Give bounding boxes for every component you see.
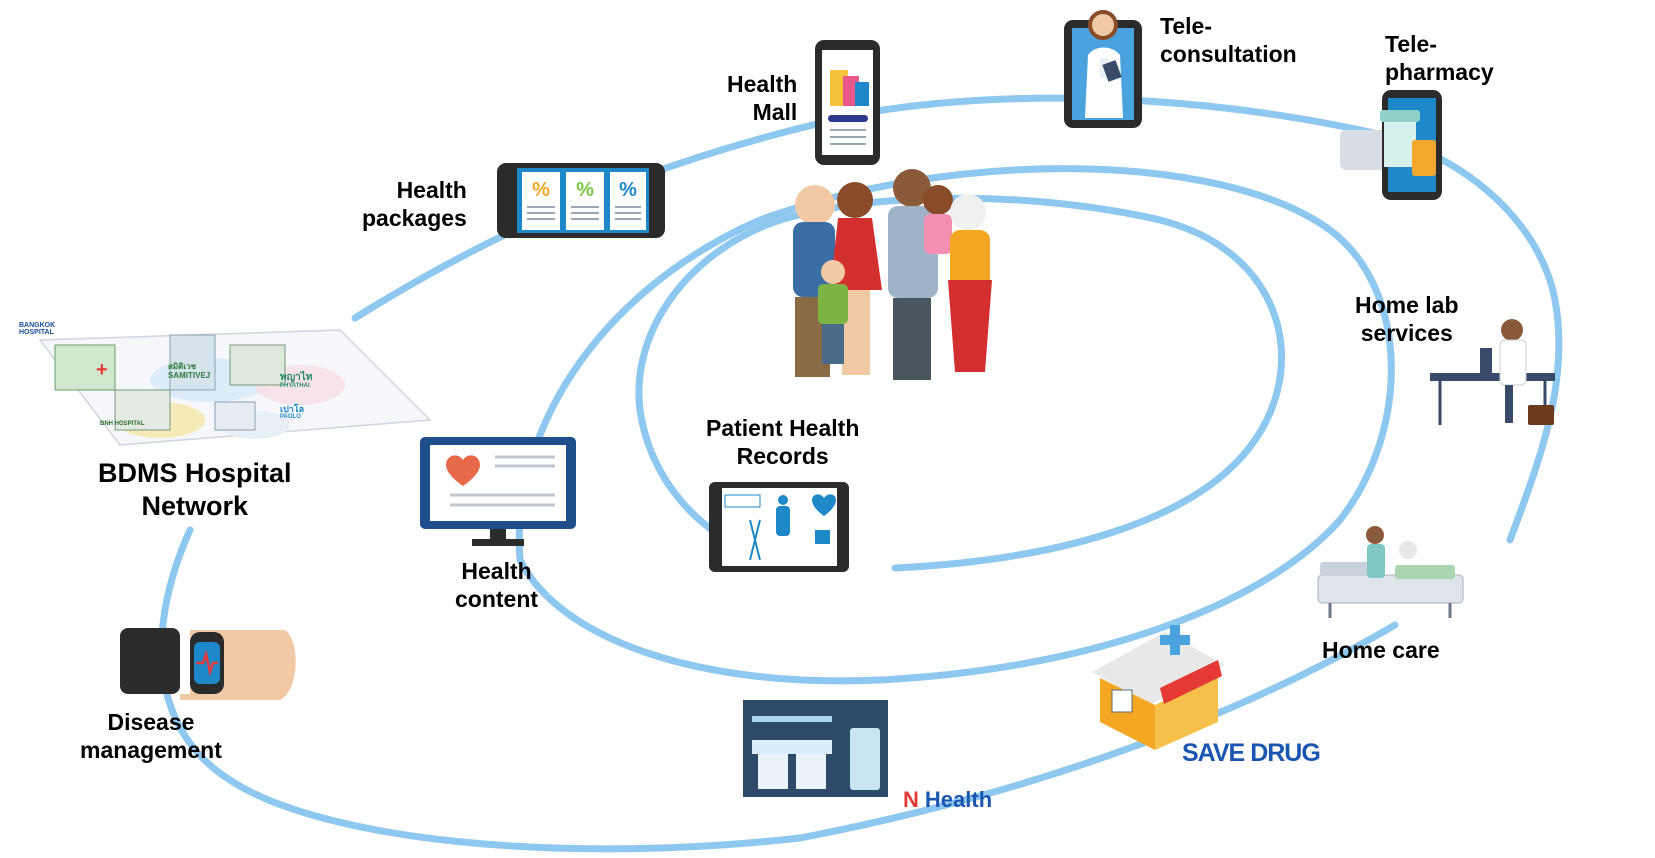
bnh-hospital-logo: BNH HOSPITAL [100, 421, 145, 427]
percent-icon: % [576, 179, 594, 201]
teleconsultation-tablet [1064, 10, 1142, 128]
health-mall-phone [815, 40, 880, 165]
clipboard-icon [1102, 60, 1122, 82]
heart-icon [446, 455, 480, 486]
shopping-bag-icon [855, 82, 869, 106]
briefcase-icon [1528, 405, 1554, 425]
hospital-network-illustration: + [38, 329, 432, 446]
health-packages-tablet: % % % [497, 163, 665, 238]
hospital-building [54, 344, 116, 391]
hospital-building [214, 401, 256, 431]
save-drug-logo: SAVE DRUG [1182, 739, 1321, 767]
save-drug-pharmacy [1092, 625, 1225, 750]
n-health-mark: N [903, 787, 919, 812]
disease-management-smartwatch [120, 628, 296, 700]
telepharmacy-phone [1340, 90, 1442, 200]
home-care-illustration [1317, 526, 1464, 618]
hospital-building [114, 389, 171, 431]
percent-icon: % [619, 179, 637, 201]
home-lab-illustration [1430, 319, 1555, 425]
heart-rate-icon [196, 649, 218, 677]
patient-records-tablet [709, 482, 849, 572]
health-content-monitor [420, 437, 576, 546]
svg-text:+: + [96, 359, 108, 381]
lab-facility-image [743, 700, 888, 797]
doctor-avatar [1088, 10, 1118, 40]
telepharmacy-label: Tele-pharmacy [1385, 31, 1494, 86]
heart-icon [812, 494, 836, 516]
family-illustration [793, 169, 992, 380]
home-care-label: Home care [1322, 637, 1440, 663]
percent-icon: % [532, 179, 550, 201]
microscope-icon [1480, 348, 1492, 373]
teleconsultation-label: Tele-consultation [1160, 13, 1297, 68]
hospital-building [229, 344, 286, 386]
hospital-building [169, 334, 216, 391]
medicine-bottle-icon [1380, 110, 1420, 122]
pill-blister-icon [1340, 130, 1390, 170]
